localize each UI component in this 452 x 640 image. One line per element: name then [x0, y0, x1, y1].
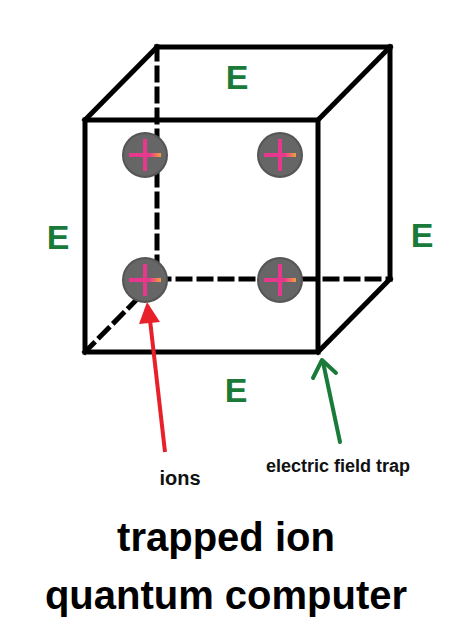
- trap-arrow: [313, 360, 340, 442]
- cube-edge: [318, 279, 390, 352]
- ions-arrow: [139, 302, 165, 452]
- field-label: E: [226, 59, 249, 96]
- cube-edge: [388, 47, 393, 279]
- cube-edge: [318, 47, 390, 120]
- ions: [123, 133, 302, 302]
- cube-edge: [85, 47, 157, 120]
- cube-front-face: [85, 120, 318, 352]
- ion: [258, 258, 302, 302]
- part-label: ions: [159, 467, 200, 489]
- field-label: E: [411, 217, 434, 254]
- cube-edge: [157, 45, 390, 50]
- diagram-title: trapped ion quantum computer: [36, 508, 416, 624]
- ion: [123, 258, 167, 302]
- part-label: electric field trap: [266, 457, 410, 477]
- cube-edges: [85, 47, 390, 352]
- field-label: E: [225, 372, 248, 409]
- field-label: E: [47, 219, 70, 256]
- ion: [123, 133, 167, 177]
- ion: [258, 133, 302, 177]
